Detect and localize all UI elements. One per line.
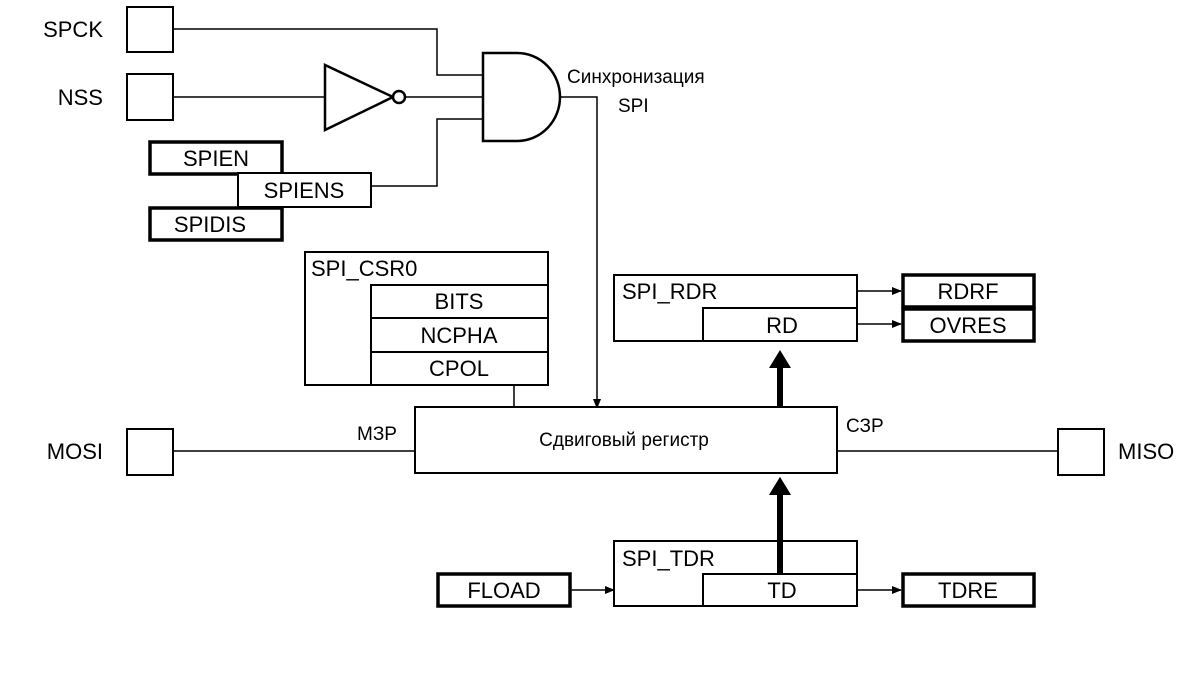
and-gate: [481, 51, 562, 143]
control-bit-spiens: SPIENS: [237, 172, 372, 208]
tdr-title: SPI_TDR: [622, 546, 715, 571]
flag-ovres: OVRES: [901, 307, 1036, 343]
rdrf-box: [901, 273, 1036, 309]
pin-spck: SPCK: [43, 6, 174, 53]
flag-rdrf: RDRF: [901, 273, 1036, 309]
sync-label-line1: Синхронизация: [567, 67, 705, 88]
csr0-field-cpol-box: [370, 351, 549, 386]
sync-wire: [560, 96, 601, 409]
spiens-box: [237, 172, 372, 208]
tdre-box: [901, 572, 1036, 608]
spiens-label: SPIENS: [264, 178, 345, 203]
csr0-field-bits: BITS: [435, 289, 484, 314]
spidis-box: [148, 206, 284, 242]
ovres-label: OVRES: [929, 313, 1006, 338]
tdr-field-td: TD: [767, 578, 796, 603]
spiens-wire: [371, 118, 483, 187]
inverter-bubble: [391, 89, 407, 105]
control-bit-spidis: SPIDIS: [148, 206, 284, 242]
wires: [173, 28, 1058, 594]
pin-mosi: MOSI: [47, 428, 174, 476]
ovres-box: [901, 307, 1036, 343]
spck-wire: [173, 28, 483, 76]
pin-miso: MISO: [1057, 428, 1174, 476]
pin-nss-label: NSS: [58, 85, 103, 110]
pin-nss: NSS: [58, 73, 174, 121]
flag-tdre: TDRE: [901, 572, 1036, 608]
pin-spck-label: SPCK: [43, 17, 103, 42]
tdr-field-td-box: [702, 573, 858, 607]
shift-register: Сдвиговый регистр МЗР СЗР: [357, 406, 884, 474]
shift-register-lsb-label: СЗР: [846, 416, 884, 437]
pin-mosi-label: MOSI: [47, 439, 103, 464]
sync-label-line2: SPI: [618, 96, 649, 117]
fload-label: FLOAD: [467, 578, 540, 603]
rdr-field-rd: RD: [766, 313, 798, 338]
register-spi-csr0: SPI_CSR0 BITS NCPHA CPOL: [304, 251, 549, 386]
tdre-label: TDRE: [938, 578, 998, 603]
inverter-gate: [323, 63, 407, 132]
shift-register-box: [414, 406, 838, 474]
control-bit-spien: SPIEN: [148, 140, 284, 176]
pin-spck-box: [126, 6, 174, 53]
register-spi-rdr: SPI_RDR RD: [613, 274, 858, 342]
csr0-field-cpol: CPOL: [429, 356, 489, 381]
spidis-label: SPIDIS: [174, 212, 246, 237]
pin-miso-box: [1057, 428, 1105, 476]
pin-nss-box: [126, 73, 174, 121]
csr0-field-bits-box: [370, 284, 549, 319]
rdrf-label: RDRF: [937, 279, 998, 304]
spien-box: [148, 140, 284, 176]
shift-register-label: Сдвиговый регистр: [539, 430, 709, 451]
rdr-title: SPI_RDR: [622, 279, 717, 304]
inverter-triangle: [323, 63, 396, 132]
csr0-field-ncpha-box: [370, 317, 549, 353]
csr0-title: SPI_CSR0: [311, 256, 417, 281]
register-spi-tdr: SPI_TDR TD: [613, 540, 858, 607]
pin-miso-label: MISO: [1118, 439, 1174, 464]
csr0-field-ncpha: NCPHA: [420, 323, 497, 348]
spien-label: SPIEN: [183, 146, 249, 171]
flag-fload: FLOAD: [436, 572, 572, 608]
pin-mosi-box: [126, 428, 174, 476]
fload-box: [436, 572, 572, 608]
shift-register-msb-label: МЗР: [357, 424, 397, 445]
rdr-field-rd-box: [702, 307, 858, 342]
